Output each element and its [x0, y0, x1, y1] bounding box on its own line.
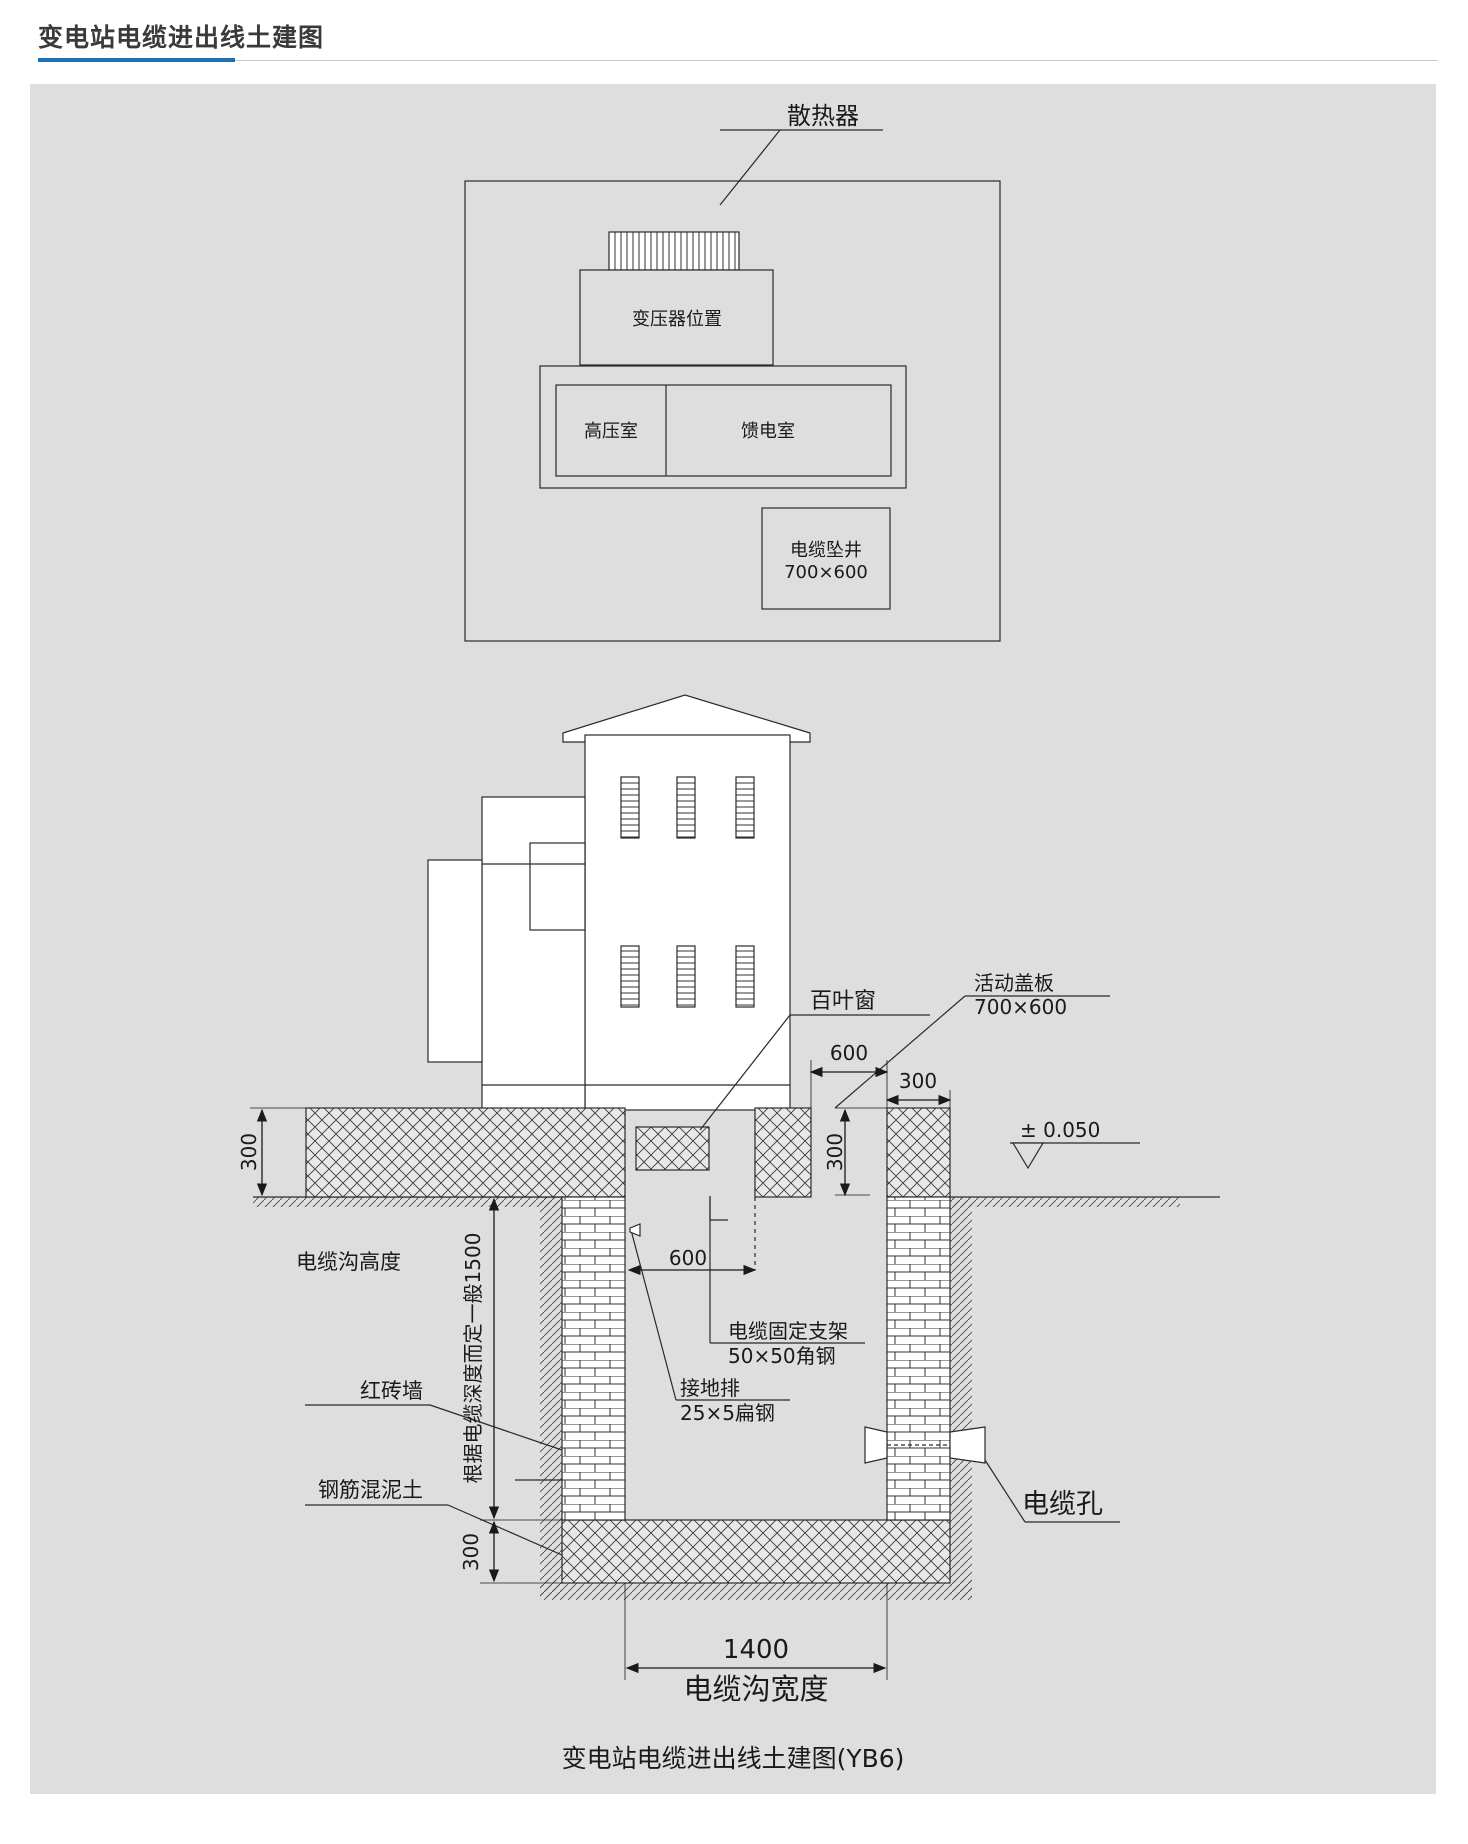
trench-fittings: [629, 1196, 1120, 1523]
width-label: 电缆沟宽度: [683, 1672, 828, 1706]
trench-floor: [561, 1519, 951, 1584]
left-soil: [540, 1197, 562, 1597]
dim-300-left-label: 300: [237, 1133, 261, 1171]
dimensions: [250, 1060, 952, 1680]
ground-bar: [629, 1223, 641, 1237]
radiator-label: 散热器: [787, 102, 859, 130]
cover-name-label: 活动盖板: [974, 971, 1054, 995]
dim-300-bottom-label: 300: [459, 1533, 483, 1571]
substation-building: [427, 694, 811, 1111]
ground-bar-name-label: 接地排: [680, 1376, 740, 1400]
cable-hole-left: [864, 1426, 888, 1464]
vent-lower-3: [735, 945, 755, 1008]
louver-leader-slant: [699, 1014, 791, 1131]
header-divider: [38, 60, 1438, 61]
right-soil: [950, 1197, 972, 1597]
ground-bar-spec-label: 25×5扁钢: [680, 1401, 775, 1425]
side-window: [529, 842, 586, 931]
vent-lower-2: [676, 945, 696, 1008]
cover-support-right: [886, 1107, 951, 1198]
page-title: 变电站电缆进出线土建图: [38, 23, 325, 52]
radiator-leader-slant: [719, 129, 781, 206]
plan-view: [464, 129, 1001, 642]
louver-label: 百叶窗: [810, 989, 876, 1014]
bracket-top: [709, 1196, 728, 1221]
brick-wall-label: 红砖墙: [360, 1379, 423, 1403]
left-brick-wall: [561, 1196, 626, 1521]
radiator-fins: [608, 231, 740, 271]
dim-300-inner-label: 300: [823, 1133, 847, 1171]
vent-upper-3: [735, 776, 755, 839]
ground-bar-leader: [630, 1229, 677, 1401]
cable-shaft-label: 电缆坠井: [790, 540, 862, 561]
transformer-box: [579, 269, 774, 366]
cable-shaft-box: [761, 507, 891, 610]
vent-lower-1: [620, 945, 640, 1008]
concrete-parts: [305, 1107, 951, 1584]
cable-hole-label: 电缆孔: [1022, 1489, 1103, 1520]
vent-upper-2: [676, 776, 696, 839]
elevation-mark: [1010, 1142, 1140, 1170]
width-dim-label: 1400: [723, 1635, 789, 1665]
foundation-slab: [305, 1107, 626, 1198]
cover-size-label: 700×600: [974, 995, 1067, 1019]
elevation-label: ± 0.050: [1020, 1118, 1100, 1142]
vent-upper-1: [620, 776, 640, 839]
louver-opening: [635, 1126, 710, 1171]
brick-walls: [561, 1196, 951, 1521]
leaders: [305, 995, 1110, 1556]
figure-caption: 变电站电缆进出线土建图(YB6): [562, 1744, 905, 1773]
dim-300-top-label: 300: [899, 1069, 937, 1093]
cable-shaft-size: 700×600: [784, 562, 868, 583]
cover-leader-slant: [834, 995, 966, 1109]
transformer-label: 变压器位置: [632, 309, 722, 330]
right-brick-wall: [886, 1196, 951, 1521]
dim-600-mid-label: 600: [669, 1246, 707, 1270]
switchgear-inner: [555, 384, 892, 477]
hv-room-label: 高压室: [584, 421, 638, 442]
bracket-name-label: 电缆固定支架: [728, 1319, 848, 1343]
cable-hole-leader: [984, 1459, 1026, 1523]
feeder-room-label: 馈电室: [741, 421, 795, 442]
roof: [562, 694, 811, 743]
cover-support-left: [754, 1107, 812, 1198]
concrete-label: 钢筋混泥土: [318, 1478, 423, 1502]
bracket-spec-label: 50×50角钢: [728, 1344, 836, 1368]
header-accent-bar: [38, 58, 235, 62]
trench-height-label: 电缆沟高度: [296, 1250, 401, 1274]
depth-note-label: 根据电缆深度而定一般1500: [461, 1233, 485, 1484]
side-panel: [427, 859, 483, 1063]
dim-600-top-label: 600: [830, 1041, 868, 1065]
bottom-soil: [540, 1580, 972, 1600]
cable-hole-right: [949, 1426, 986, 1464]
